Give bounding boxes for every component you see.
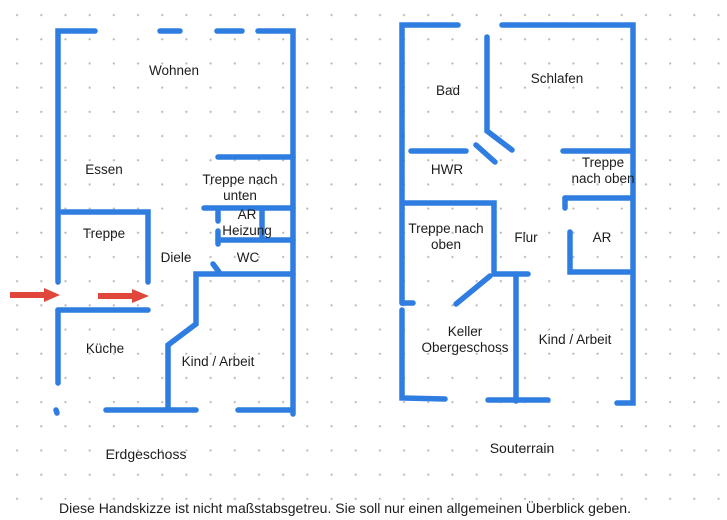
room-label-ar: AR (592, 230, 612, 245)
room-label-ar-heizung: AR Heizung (222, 207, 272, 238)
room-label-wohnen: Wohnen (148, 63, 200, 78)
room-label-bad: Bad (435, 83, 461, 98)
room-label-schlafen: Schlafen (530, 71, 584, 86)
basement-walls (399, 22, 636, 406)
room-label-kind-arbeit-ug: Kind / Arbeit (538, 332, 612, 347)
room-label-flur: Flur (514, 230, 538, 245)
room-label-hwr: HWR (430, 162, 464, 177)
room-label-treppe-nach-oben-right: Treppe nach oben (571, 155, 635, 186)
room-label-keller-obergeschoss: Keller Obergeschoss (421, 324, 509, 355)
room-label-wc: WC (236, 250, 260, 265)
room-label-essen: Essen (85, 162, 123, 177)
entrance-arrow-right (98, 289, 149, 303)
room-label-treppe-nach-oben-left: Treppe nach oben (408, 221, 484, 252)
room-label-treppe-nach-unten: Treppe nach unten (202, 172, 278, 203)
floor-caption-souterrain: Souterrain (489, 440, 555, 456)
room-label-treppe: Treppe (82, 226, 126, 241)
entrance-arrow-left (10, 288, 60, 302)
room-label-kueche: Küche (85, 341, 125, 356)
footnote-disclaimer: Diese Handskizze ist nicht maßstabsgetre… (59, 500, 631, 516)
floor-caption-erdgeschoss: Erdgeschoss (105, 446, 187, 462)
entrance-arrows (10, 288, 149, 303)
room-label-diele: Diele (160, 250, 192, 265)
room-label-kind-arbeit-eg: Kind / Arbeit (181, 354, 255, 369)
ground-floor-walls (53, 28, 296, 417)
